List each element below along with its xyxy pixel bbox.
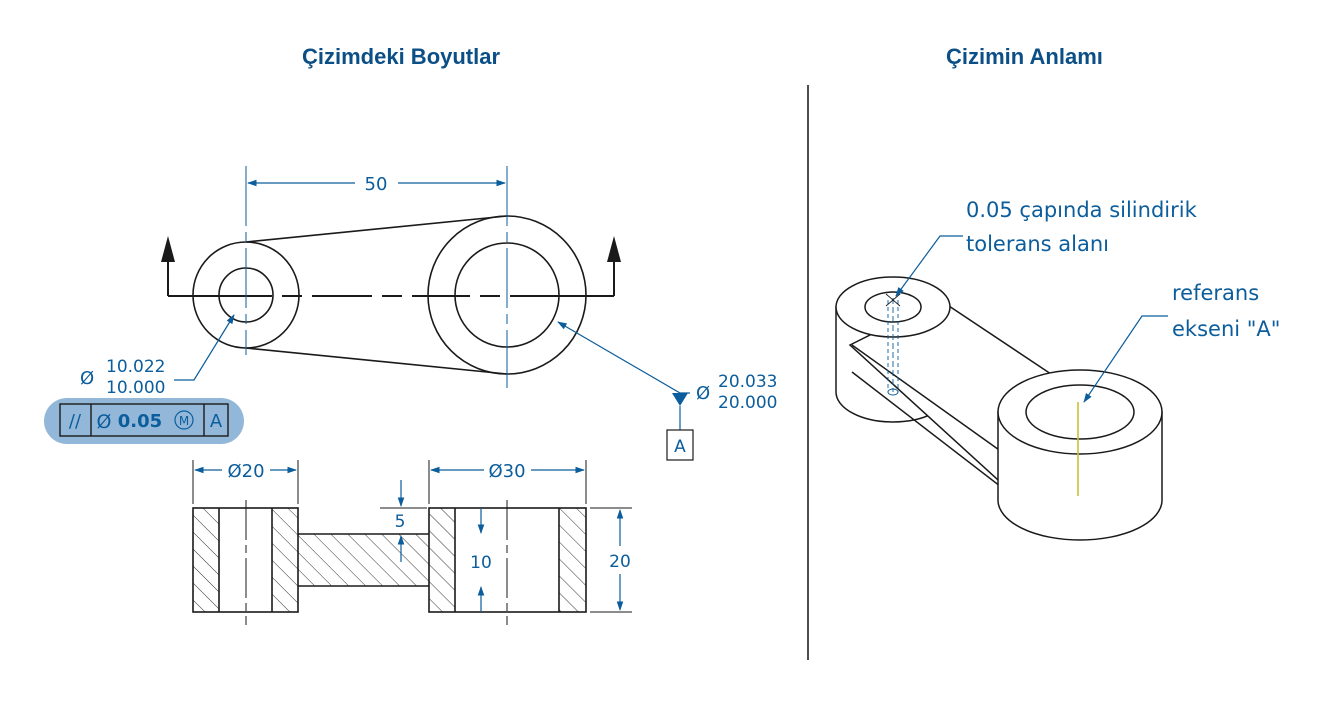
feature-control-frame: // Ø 0.05 M A: [44, 398, 244, 444]
top-view: [167, 215, 615, 375]
height-dim: 20: [609, 552, 631, 572]
fcf-tolerance: 0.05: [118, 411, 162, 432]
left-boss-diameter: Ø20: [227, 461, 264, 482]
fcf-datum: A: [210, 411, 223, 432]
parallelism-icon: //: [69, 411, 82, 432]
dimension-50: 50: [247, 174, 506, 195]
right-panel-title: Çizimin Anlamı: [946, 44, 1103, 69]
right-boss-diameter: Ø30: [488, 461, 525, 482]
left-panel-title: Çizimdeki Boyutlar: [302, 44, 501, 69]
section-arrow-right-icon: [607, 236, 621, 262]
web-offset-dim: 5: [395, 512, 406, 532]
svg-text:Ø: Ø: [80, 368, 94, 389]
datum-axis-label-2: ekseni "A": [1172, 317, 1280, 341]
section-view: Ø20 Ø30 5 10 20: [192, 460, 632, 625]
section-arrow-left-icon: [161, 236, 175, 262]
datum-triangle-icon: [672, 393, 688, 406]
tolerance-zone-cylinder: [885, 293, 901, 396]
large-hole-callout: A Ø 20.033 20.000: [557, 321, 777, 461]
datum-axis-callout: referans ekseni "A": [1083, 281, 1280, 403]
datum-label: A: [674, 437, 686, 457]
small-hole-lower-limit: 10.000: [106, 378, 165, 398]
large-hole-lower-limit: 20.000: [718, 393, 777, 413]
fcf-highlight: [44, 398, 244, 444]
arm-bottom-edge: [245, 347, 508, 375]
small-hole-upper-limit: 10.022: [106, 357, 165, 377]
center-distance-label: 50: [365, 174, 388, 195]
arm-top-edge: [245, 215, 508, 243]
large-hole-upper-limit: 20.033: [718, 372, 777, 392]
tolerance-zone-label-1: 0.05 çapında silindirik: [966, 198, 1198, 222]
svg-text:Ø: Ø: [696, 383, 710, 404]
small-hole-callout: Ø 10.022 10.000: [80, 314, 235, 398]
svg-text:Ø: Ø: [97, 411, 112, 433]
web-thickness-dim: 10: [470, 553, 492, 573]
tolerance-zone-callout: 0.05 çapında silindirik tolerans alanı: [895, 198, 1198, 297]
tolerance-zone-label-2: tolerans alanı: [966, 232, 1109, 256]
isometric-part: [835, 276, 1163, 541]
svg-text:M: M: [179, 414, 189, 428]
center-lines: [245, 166, 508, 388]
mmc-modifier-icon: [174, 410, 194, 430]
datum-axis-label-1: referans: [1172, 281, 1259, 305]
